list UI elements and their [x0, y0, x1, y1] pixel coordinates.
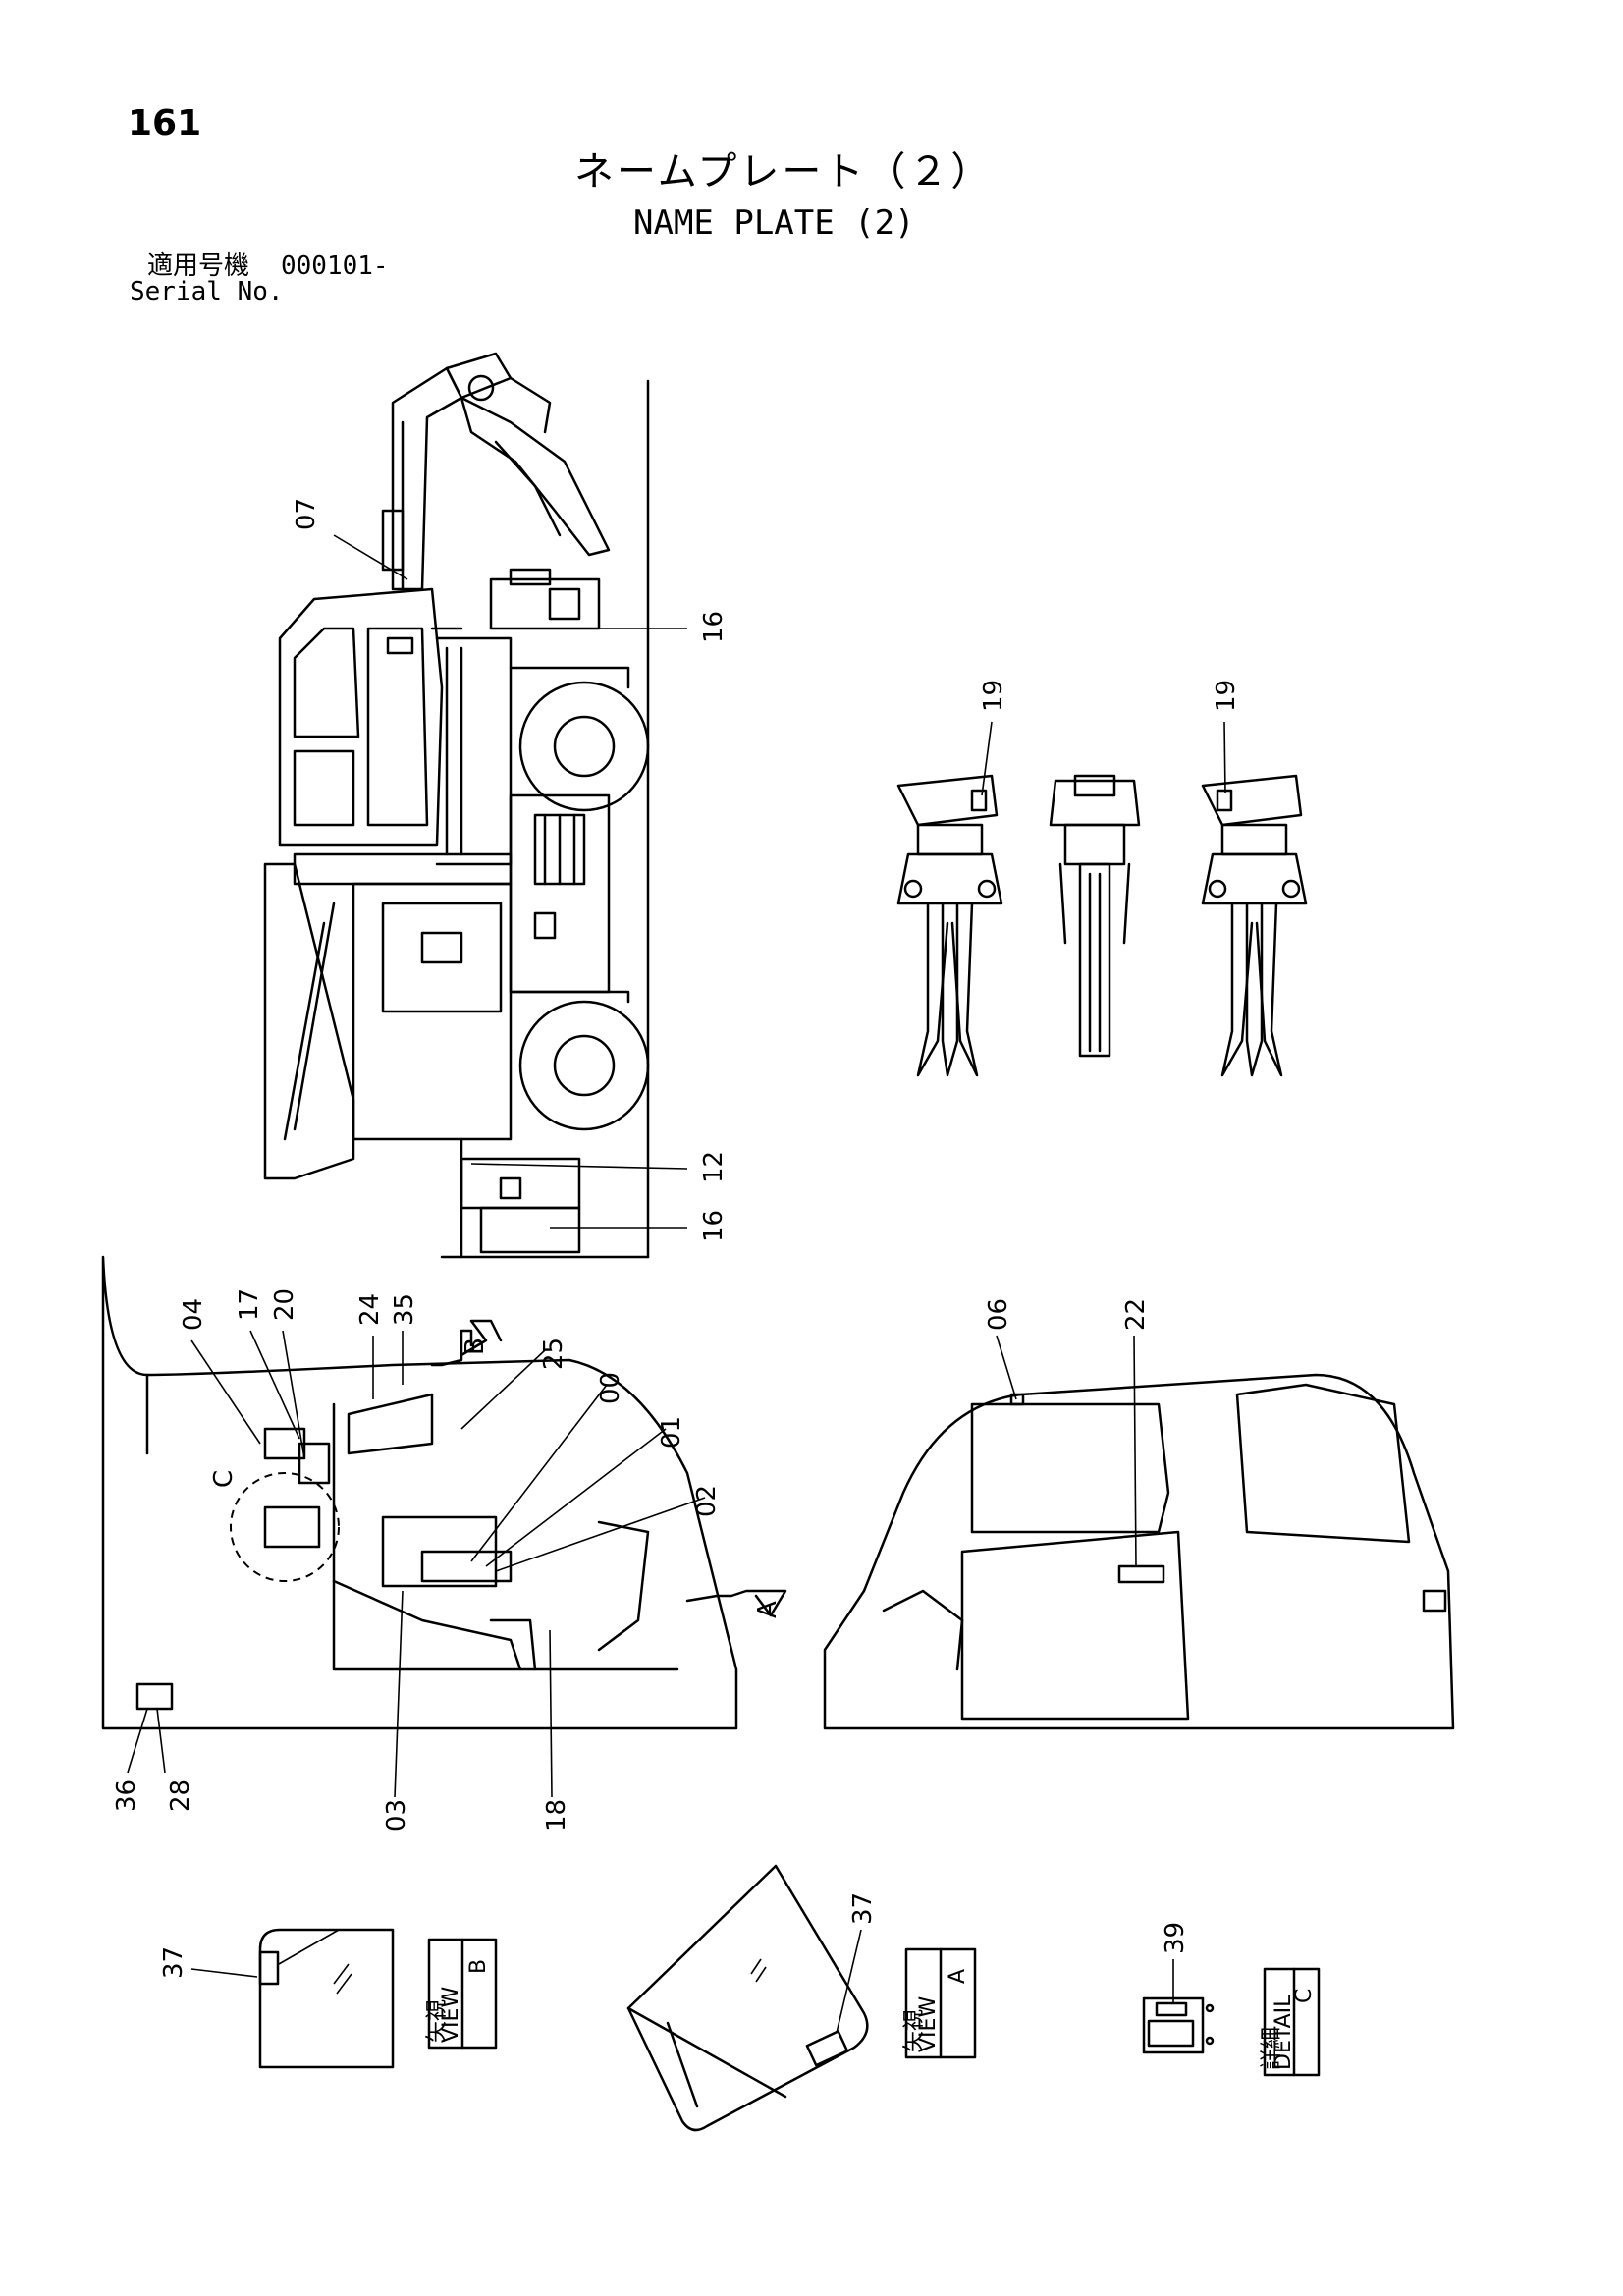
marker-b: B — [460, 1338, 490, 1355]
callout-02: 02 — [692, 1485, 722, 1517]
callout-28: 28 — [166, 1779, 195, 1812]
callout-17: 17 — [235, 1288, 264, 1321]
callout-25: 25 — [539, 1338, 568, 1370]
callout-22: 22 — [1121, 1298, 1151, 1331]
cab-interior-view — [101, 1255, 787, 1798]
marker-a: A — [753, 1601, 783, 1618]
callout-20: 20 — [270, 1288, 299, 1321]
serial-label-japanese: 適用号機 — [147, 251, 250, 281]
marker-c: C — [209, 1470, 239, 1488]
callout-01: 01 — [657, 1416, 686, 1449]
page-number: 161 — [128, 103, 202, 143]
view-b-drawing — [190, 1928, 395, 2069]
detail-c-drawing — [1142, 1959, 1215, 2054]
callout-19-right: 19 — [1212, 680, 1241, 712]
detail-c-label: 詳細 DETAIL C — [1260, 1967, 1321, 2077]
callout-12: 12 — [699, 1151, 729, 1183]
view-a-letter: A — [946, 1969, 970, 1984]
cab-exterior-view — [823, 1335, 1455, 1730]
view-a-drawing — [626, 1864, 869, 2132]
detail-c-letter: C — [1292, 1989, 1317, 2003]
callout-37-left: 37 — [159, 1946, 189, 1979]
callout-04: 04 — [179, 1298, 208, 1331]
callout-19-left: 19 — [979, 680, 1008, 712]
callout-18: 18 — [542, 1799, 571, 1831]
view-b-en: VIEW — [439, 1987, 463, 2043]
view-a-en: VIEW — [916, 1996, 941, 2052]
title-japanese: ネームプレート（２） — [574, 149, 994, 194]
callout-16-bottom: 16 — [699, 1210, 729, 1242]
view-b-label: 矢視 VIEW B — [425, 1938, 498, 2050]
callout-16-top: 16 — [699, 611, 729, 643]
detail-c-en: DETAIL — [1271, 1995, 1296, 2070]
serial-label-english: Serial No. — [130, 277, 284, 306]
callout-00: 00 — [596, 1372, 625, 1404]
serial-number: 000101- — [281, 251, 389, 281]
callout-24: 24 — [355, 1293, 385, 1326]
view-b-letter: B — [466, 1959, 491, 1974]
callout-36: 36 — [112, 1779, 141, 1812]
title-english: NAME PLATE (2) — [633, 203, 915, 243]
callout-numbers: 07 16 12 16 19 19 04 17 20 24 35 25 00 0… — [112, 498, 1241, 1979]
grapple-views — [896, 721, 1308, 1077]
callout-39: 39 — [1161, 1922, 1190, 1954]
view-a-label: 矢視 VIEW A — [902, 1947, 977, 2059]
callout-06: 06 — [984, 1298, 1013, 1331]
detail-c-jp: 詳細 — [1260, 2027, 1284, 2070]
view-b-jp: 矢視 — [425, 1999, 450, 2043]
callout-37-right: 37 — [848, 1892, 878, 1925]
callout-35: 35 — [390, 1293, 419, 1326]
callout-07: 07 — [292, 498, 321, 530]
machine-side-view — [263, 352, 688, 1259]
view-a-jp: 矢視 — [902, 2009, 927, 2052]
callout-03: 03 — [382, 1799, 411, 1831]
